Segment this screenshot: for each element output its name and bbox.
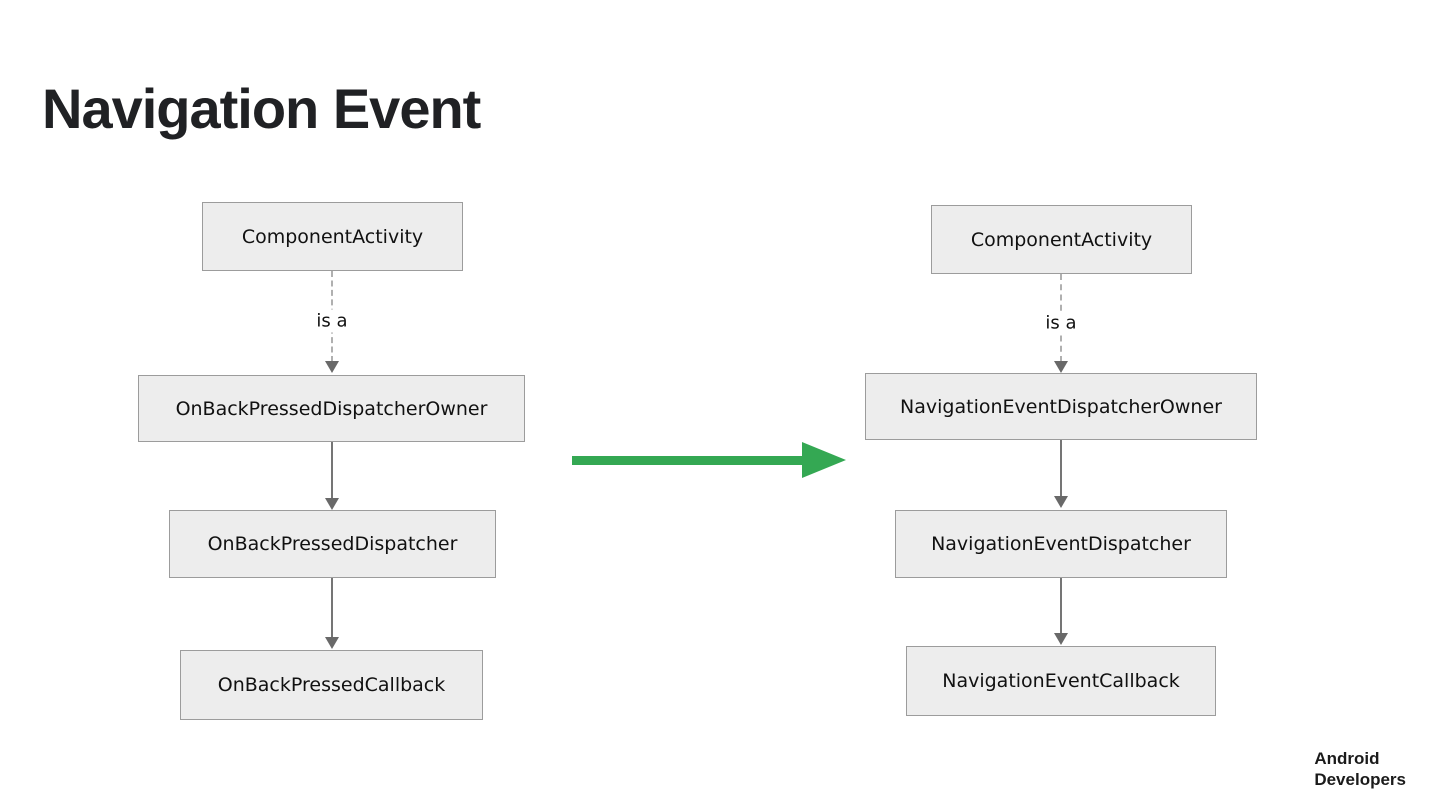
node-onbackpressed-dispatcher-owner: OnBackPressedDispatcherOwner bbox=[138, 375, 525, 442]
arrowhead-down-icon bbox=[325, 498, 339, 510]
node-onbackpressed-dispatcher: OnBackPressedDispatcher bbox=[169, 510, 496, 578]
node-component-activity-before: ComponentActivity bbox=[202, 202, 463, 271]
arrowhead-down-icon bbox=[325, 361, 339, 373]
transition-arrow-shaft bbox=[572, 456, 804, 465]
edge-solid-line bbox=[331, 578, 333, 638]
arrowhead-down-icon bbox=[1054, 633, 1068, 645]
arrowhead-down-icon bbox=[1054, 496, 1068, 508]
edge-solid-line bbox=[331, 442, 333, 499]
arrow-right-icon bbox=[802, 442, 846, 478]
brand-line-1: Android bbox=[1314, 749, 1380, 768]
arrowhead-down-icon bbox=[1054, 361, 1068, 373]
edge-solid-line bbox=[1060, 578, 1062, 634]
node-navigationevent-dispatcher: NavigationEventDispatcher bbox=[895, 510, 1227, 578]
node-component-activity-after: ComponentActivity bbox=[931, 205, 1192, 274]
edge-label-is-a: is a bbox=[1040, 311, 1082, 335]
page-title: Navigation Event bbox=[42, 77, 481, 140]
arrowhead-down-icon bbox=[325, 637, 339, 649]
android-developers-logo: Android Developers bbox=[1314, 748, 1406, 790]
edge-solid-line bbox=[1060, 440, 1062, 497]
brand-line-2: Developers bbox=[1314, 770, 1406, 789]
node-onbackpressed-callback: OnBackPressedCallback bbox=[180, 650, 483, 720]
edge-label-is-a: is a bbox=[311, 309, 353, 333]
node-navigationevent-dispatcher-owner: NavigationEventDispatcherOwner bbox=[865, 373, 1257, 440]
node-navigationevent-callback: NavigationEventCallback bbox=[906, 646, 1216, 716]
